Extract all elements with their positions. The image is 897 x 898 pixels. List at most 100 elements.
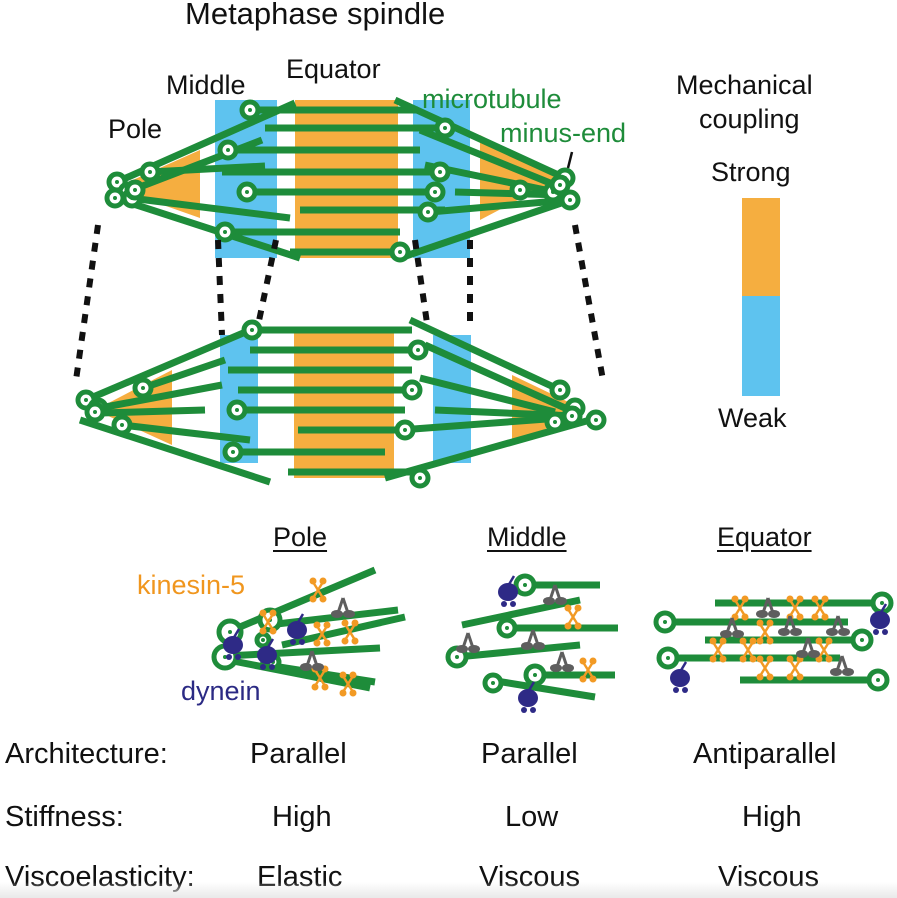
legend-strong-label: Strong [711,157,791,187]
crosslinker-head [796,650,808,658]
minus-end-dot [228,630,232,634]
kinesin-5-head [756,619,764,627]
kinesin-5-head [349,689,357,697]
crosslinker-head [312,663,324,671]
microtubule [398,196,572,262]
legend-title-line2: coupling [699,104,800,134]
kinesin-5-head [341,619,349,627]
minus-end-dot [433,190,437,194]
kinesin-5-head [739,655,747,663]
minus-end-dot [248,108,252,112]
crosslinker-head [555,597,567,605]
kinesin-5-head [825,655,833,663]
kinesin-5-head [579,675,587,683]
kinesin-5-head [756,655,764,663]
kinesin-5-head [749,655,757,663]
stiffness-pole: High [272,801,332,833]
minus-end-dot [133,188,137,192]
crosslinker-head [842,668,854,676]
label-kinesin-5: kinesin-5 [137,570,246,600]
dynein-body [498,583,518,601]
kinesin-5-head [564,622,572,630]
architecture-middle: Parallel [481,738,578,770]
dynein-foot [269,664,275,670]
architecture-pole: Parallel [250,738,347,770]
kinesin-5-stalk [581,661,595,679]
minus-end-dot [235,408,239,412]
minus-end-dot [443,126,447,130]
label-equator: Equator [286,54,381,84]
kinesin-5-head [321,683,329,691]
minus-end-dot [120,423,124,427]
stiffness-middle: Low [505,801,559,833]
label-middle: Middle [166,70,246,100]
crosslinker-head [331,610,343,618]
kinesin-5-head [323,639,331,647]
crosslinker-head [550,664,562,672]
minus-end-pointer [566,151,574,169]
dynein-stalk [295,613,305,625]
minus-end-dot [558,388,562,392]
minus-end-dot [426,210,430,214]
kinesin-5-head [313,621,321,629]
microtubule [423,341,567,412]
kinesin-5-head [741,595,749,603]
kinesin-5-head [319,595,327,603]
dynein-foot [882,629,888,635]
kinesin-5-head [341,637,349,645]
dynein-foot [873,629,879,635]
kinesin-5-head [719,655,727,663]
kinesin-5-head [815,637,823,645]
kinesin-5-head [269,609,277,617]
kinesin-5-stalk [813,599,827,617]
connector-dashed-line [572,224,606,381]
kinesin-5-stalk [311,581,325,599]
crosslinker-head [543,597,555,605]
kinesin-5-head [766,655,774,663]
kinesin-5-stalk [261,613,275,631]
crosslinker-head [756,610,768,618]
kinesin-5-stalk [343,623,357,641]
microtubule [78,416,272,486]
minus-end-dot [455,655,459,659]
minus-end-dot [553,420,557,424]
kinesin-5-head [339,689,347,697]
legend-title-line1: Mechanical [676,70,813,100]
kinesin-5-head [351,637,359,645]
crosslinker-head [768,610,780,618]
kinesin-5-stalk [817,641,831,659]
kinesin-5-head [319,577,327,585]
kinesin-5-stalk [758,623,772,641]
kinesin-5-head [749,637,757,645]
kinesin-5-head [574,604,582,612]
minus-end-dot [410,388,414,392]
minus-end-dot [416,348,420,352]
kinesin-5-head [313,639,321,647]
dynein-body [287,621,307,639]
minus-end-dot [148,170,152,174]
label-minus-end: minus-end [500,118,627,148]
microtubule [429,196,569,216]
minus-end-dot [223,230,227,234]
kinesin-5-head [786,673,794,681]
connector-dashed-line [253,239,279,336]
architecture-equator: Antiparallel [693,738,837,770]
kinesin-5-head [309,577,317,585]
legend-weak-swatch [742,296,780,396]
crosslinker-head [790,628,802,636]
crosslinker-head [468,645,480,653]
microtubule [456,641,581,661]
dynein-stalk [506,575,516,587]
label-dynein: dynein [181,676,261,706]
kinesin-5-head [579,657,587,665]
kinesin-5-stalk [341,675,355,693]
dynein-body [223,636,243,654]
dynein-foot [673,687,679,693]
crosslinker-head [343,610,355,618]
minus-end-dot [876,678,880,682]
kinesin-5-stalk [313,669,327,687]
dynein-body [518,689,538,707]
kinesin-5-head [766,637,774,645]
crosslinker-head [521,642,533,650]
minus-end-dot [261,638,265,642]
